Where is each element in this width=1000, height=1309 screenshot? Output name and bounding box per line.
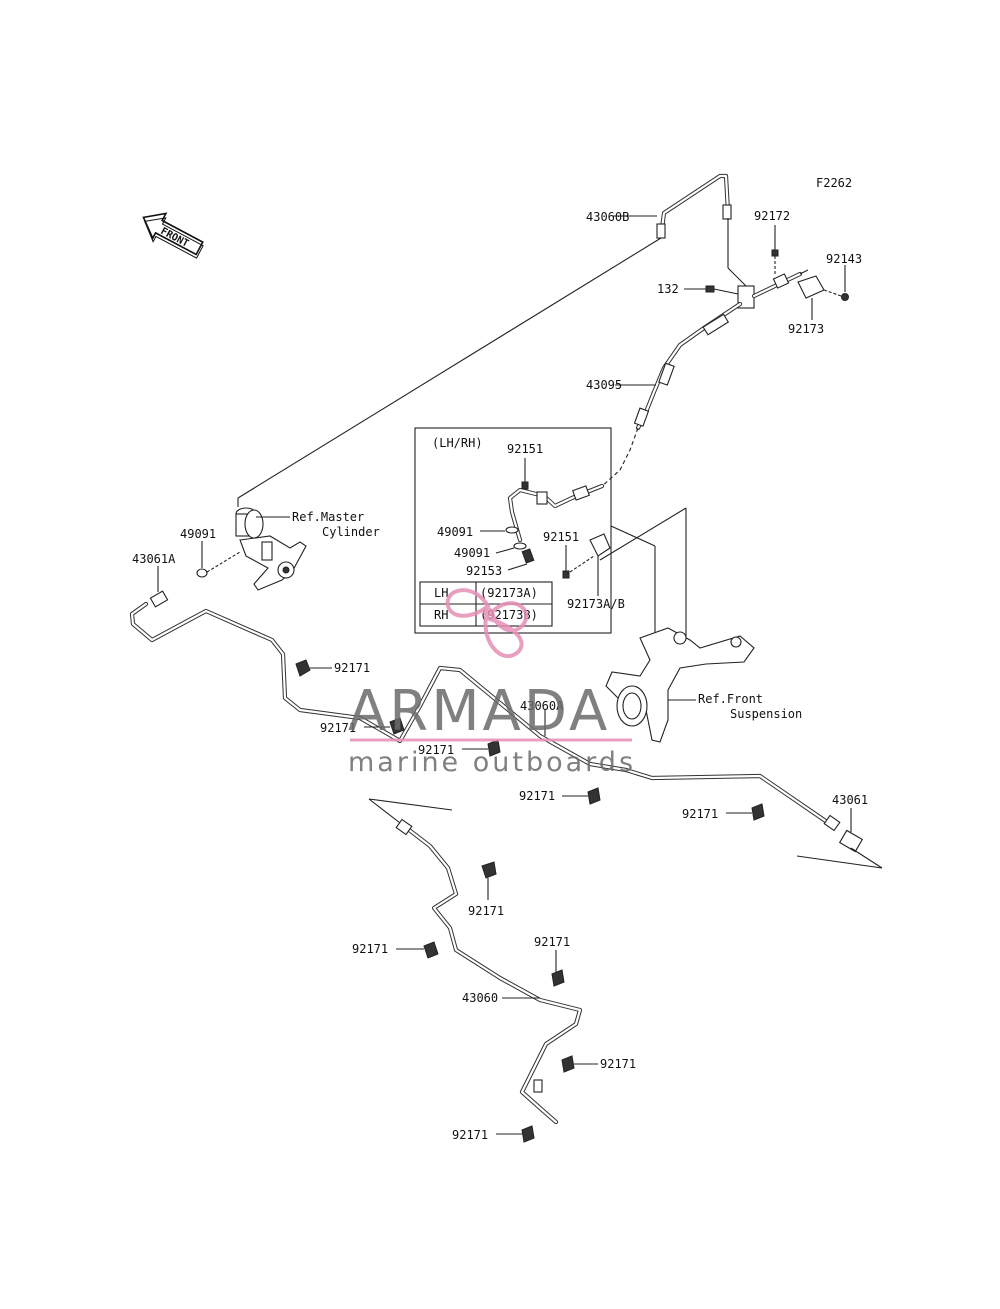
label-132: 132 <box>657 282 679 296</box>
ref-master-line2: Cylinder <box>322 525 380 539</box>
front-suspension-knuckle <box>605 627 755 743</box>
ref-master-line1: Ref.Master <box>292 510 364 524</box>
label-92171-3: 92171 <box>418 743 454 757</box>
nut-92143 <box>841 293 849 301</box>
leader-line <box>368 798 453 811</box>
pipe-fitting <box>533 1079 543 1093</box>
brake-pipe-43060B <box>658 173 731 239</box>
label-43060A: 43060A <box>520 699 564 713</box>
leader-line <box>796 855 883 869</box>
label-92151-lower: 92151 <box>543 530 579 544</box>
label-49091-master: 49091 <box>180 527 216 541</box>
diagram-code: F2262 <box>816 176 852 190</box>
propeller-icon <box>445 588 529 659</box>
hose-fitting <box>702 313 730 336</box>
washer-49091 <box>196 568 208 578</box>
clamp-92171 <box>587 787 601 805</box>
hose-fitting <box>772 273 790 289</box>
leader-line <box>237 237 662 499</box>
label-43095: 43095 <box>586 378 622 392</box>
table-part-lh: (92173A) <box>480 586 538 600</box>
union-43061 <box>838 829 864 853</box>
washer-49091 <box>505 526 519 534</box>
label-92143: 92143 <box>826 252 862 266</box>
inset-title: (LH/RH) <box>432 436 483 450</box>
label-92153: 92153 <box>466 564 502 578</box>
master-cylinder <box>235 507 307 591</box>
hose-fitting <box>572 485 590 501</box>
label-92151-upper: 92151 <box>507 442 543 456</box>
label-92171-10: 92171 <box>452 1128 488 1142</box>
ref-front-line2: Suspension <box>730 707 802 721</box>
label-49091-lower: 49091 <box>454 546 490 560</box>
watermark-tagline: marine outboards <box>348 747 636 778</box>
hose-fitting <box>633 407 650 427</box>
pipe-fitting <box>656 223 666 239</box>
label-49091-upper: 49091 <box>437 525 473 539</box>
table-side-lh: LH <box>434 586 448 600</box>
bolt-132 <box>705 285 715 293</box>
label-43061: 43061 <box>832 793 868 807</box>
label-43060: 43060 <box>462 991 498 1005</box>
label-92172: 92172 <box>754 209 790 223</box>
label-92171-8: 92171 <box>534 935 570 949</box>
pipe-fitting <box>722 204 732 220</box>
label-92171-9: 92171 <box>600 1057 636 1071</box>
grommet-92173 <box>797 275 825 299</box>
hose-fitting <box>536 491 548 505</box>
clamp-92173AB <box>589 533 611 557</box>
bolt-92172 <box>771 249 779 257</box>
pipe-fitting <box>395 818 413 836</box>
ref-front-line1: Ref.Front <box>698 692 763 706</box>
label-92171-2: 92171 <box>320 721 356 735</box>
clamp-92171 <box>551 969 565 987</box>
watermark: ARMADA marine outboards <box>348 588 636 778</box>
table-side-rh: RH <box>434 608 448 622</box>
clamp-92171 <box>295 659 311 677</box>
pipe-fitting <box>823 814 841 832</box>
watermark-brand: ARMADA <box>348 679 610 744</box>
label-92171-6: 92171 <box>468 904 504 918</box>
label-92171-7: 92171 <box>352 942 388 956</box>
label-43060B: 43060B <box>586 210 629 224</box>
bolt-92151 <box>562 570 570 579</box>
hose-fitting <box>658 362 675 386</box>
clamp-92171 <box>389 717 405 735</box>
clamp-92171 <box>561 1055 575 1073</box>
label-92171-1: 92171 <box>334 661 370 675</box>
bolt-92151 <box>521 481 529 490</box>
union-43061A <box>149 590 169 608</box>
front-arrow-icon: FRONT <box>142 212 204 259</box>
clamp-92171 <box>481 861 497 879</box>
clamp-92171 <box>521 1125 535 1143</box>
bolt-92153 <box>521 548 535 564</box>
clamp-92171 <box>751 803 765 821</box>
label-92173: 92173 <box>788 322 824 336</box>
label-43061A: 43061A <box>132 552 176 566</box>
label-92173AB: 92173A/B <box>567 597 625 611</box>
washer-49091 <box>513 542 527 550</box>
clamp-92171 <box>423 941 439 959</box>
label-92171-4: 92171 <box>519 789 555 803</box>
label-92171-5: 92171 <box>682 807 718 821</box>
